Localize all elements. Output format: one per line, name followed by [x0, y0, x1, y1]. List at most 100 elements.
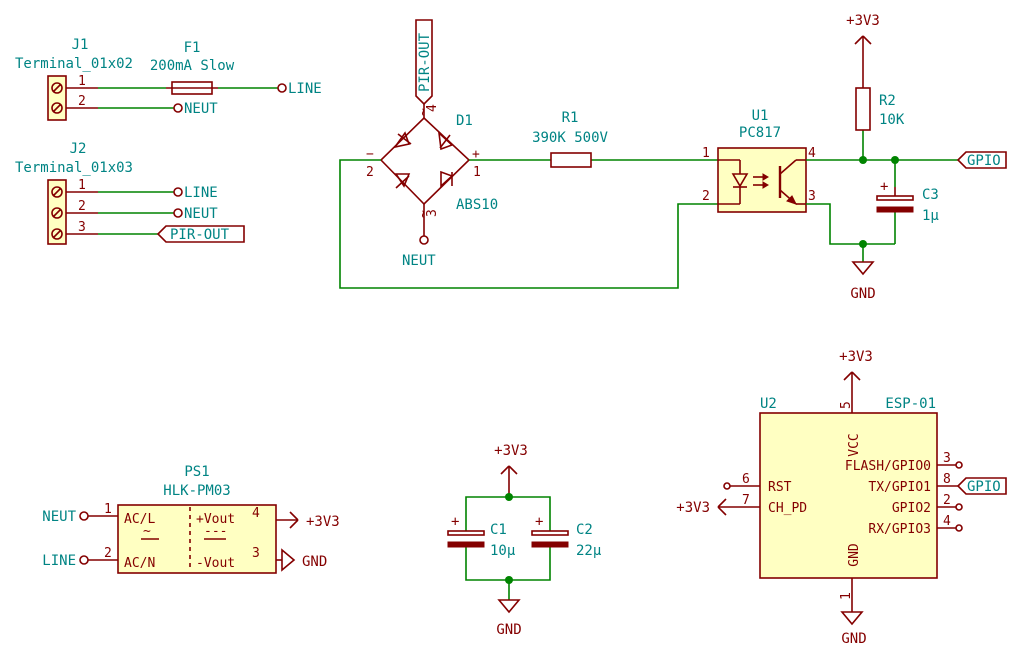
u2-gpio2-no-connect: [955, 503, 963, 511]
j2-terminal[interactable]: [47, 179, 98, 245]
j2-net-pir-out: PIR-OUT: [170, 227, 230, 243]
net-label-neut-connector: [173, 208, 183, 218]
junction-dot: [859, 156, 867, 164]
u1-pin-3: 3: [808, 189, 816, 204]
ps1-pin-vout-minus: -Vout: [196, 556, 235, 571]
j2-net-neut: NEUT: [184, 206, 218, 222]
u2-esp01-module[interactable]: [759, 412, 938, 579]
j1-ref: J1: [72, 37, 89, 53]
d1-plus-mark: +: [472, 147, 480, 162]
j2-pin-1: 1: [78, 178, 86, 193]
ps1-pin-3: 3: [252, 546, 260, 561]
ps1-net-gnd: GND: [302, 554, 327, 570]
ps1-net-neut: NEUT: [42, 509, 76, 525]
j1-terminal[interactable]: [47, 75, 98, 121]
ps1-dc-mark: ---: [204, 524, 227, 539]
c1-capacitor[interactable]: [447, 530, 485, 548]
global-label-gpio-shape: [956, 477, 1007, 495]
r1-resistor[interactable]: [550, 152, 592, 168]
u1-net-gpio: GPIO: [967, 153, 1001, 169]
u2-net-3v3-top: +3V3: [839, 349, 873, 365]
u2-pin-8: 8: [943, 472, 951, 487]
ps1-ac-mark: ~: [143, 524, 151, 539]
junction-dot: [891, 156, 899, 164]
junction-dot: [505, 493, 513, 501]
ground-icon: [281, 548, 296, 572]
j1-pin-1: 1: [78, 74, 86, 89]
ps1-pin-acn: AC/N: [124, 556, 155, 571]
c3-ref: C3: [922, 187, 939, 203]
d1-net-pir-out: PIR-OUT: [417, 32, 433, 92]
f1-fuse[interactable]: [166, 81, 218, 95]
c1-plus-mark: +: [451, 514, 459, 530]
ps1-net-3v3: +3V3: [306, 514, 340, 530]
j1-value: Terminal_01x02: [15, 56, 133, 72]
c3-capacitor[interactable]: [876, 187, 914, 213]
u1-net-gnd: GND: [850, 286, 875, 302]
c2-capacitor[interactable]: [531, 530, 569, 548]
c1-ref: C1: [490, 522, 507, 538]
power-3v3-arrow-icon: [854, 35, 872, 45]
ps1-ref: PS1: [184, 464, 209, 480]
u2-pin-6: 6: [742, 472, 750, 487]
c2-plus-mark: +: [535, 514, 543, 530]
ground-icon: [851, 261, 875, 276]
u2-flash-no-connect: [955, 461, 963, 469]
net-label-line-connector: [277, 83, 287, 93]
net-label-line-connector: [173, 187, 183, 197]
power-3v3-arrow-icon: [717, 498, 727, 516]
u2-pin-rx: RX/GPIO3: [868, 522, 931, 537]
c2-value: 22µ: [576, 543, 602, 559]
ps1-pin-1: 1: [104, 502, 112, 517]
u2-pin-1: 1: [839, 592, 854, 600]
c3-plus-mark: +: [880, 179, 888, 195]
caps-net-3v3: +3V3: [494, 443, 528, 459]
r2-resistor[interactable]: [855, 87, 871, 131]
j2-net-line: LINE: [184, 185, 218, 201]
ps1-power-module[interactable]: [79, 504, 298, 574]
f1-ref: F1: [184, 40, 201, 56]
j2-value: Terminal_01x03: [15, 160, 133, 176]
u1-pin-4: 4: [808, 146, 816, 161]
u2-net-gnd: GND: [841, 631, 866, 647]
j1-net-line: LINE: [288, 81, 322, 97]
ps1-pin-4: 4: [252, 506, 260, 521]
c3-value: 1µ: [922, 208, 939, 224]
u2-pin-vcc: VCC: [847, 433, 862, 456]
junction-dot: [505, 576, 513, 584]
u2-pin-4: 4: [943, 514, 951, 529]
power-3v3-arrow-icon: [289, 511, 299, 529]
j2-pin-2: 2: [78, 199, 86, 214]
u2-pin-gpio2: GPIO2: [892, 501, 931, 516]
u1-value: PC817: [739, 125, 781, 141]
u2-rx-no-connect: [955, 524, 963, 532]
d1-bridge-rectifier[interactable]: [379, 104, 471, 245]
d1-pin-1: 1: [473, 165, 481, 180]
d1-ref: D1: [456, 113, 473, 129]
u2-pin-flash: FLASH/GPIO0: [845, 459, 931, 474]
global-label-pir-out-vertical: [415, 19, 433, 106]
d1-pin-3: 3: [425, 209, 440, 217]
u1-pin-1: 1: [702, 146, 710, 161]
u2-pin-rst: RST: [768, 480, 792, 495]
d1-minus-mark: −: [366, 147, 374, 162]
d1-ac-mark-top: ~: [416, 108, 431, 116]
j1-pin-2: 2: [78, 94, 86, 109]
global-label-gpio-shape: [956, 151, 1007, 169]
j1-net-neut: NEUT: [184, 101, 218, 117]
net-label-neut-connector: [173, 103, 183, 113]
u2-net-3v3-left: +3V3: [676, 500, 710, 516]
u2-pin-chpd: CH_PD: [768, 501, 807, 516]
u1-optocoupler[interactable]: [717, 147, 807, 213]
ps1-pin-2: 2: [104, 546, 112, 561]
j2-ref: J2: [70, 141, 87, 157]
j2-pin-3: 3: [78, 220, 86, 235]
ps1-pin-vout-plus: +Vout: [196, 512, 235, 527]
c2-ref: C2: [576, 522, 593, 538]
u2-ref: U2: [760, 396, 777, 412]
d1-ac-mark-bottom: ~: [416, 210, 431, 218]
f1-value: 200mA Slow: [150, 58, 235, 74]
power-3v3-arrow-icon: [500, 465, 518, 497]
u1-pin-2: 2: [702, 189, 710, 204]
